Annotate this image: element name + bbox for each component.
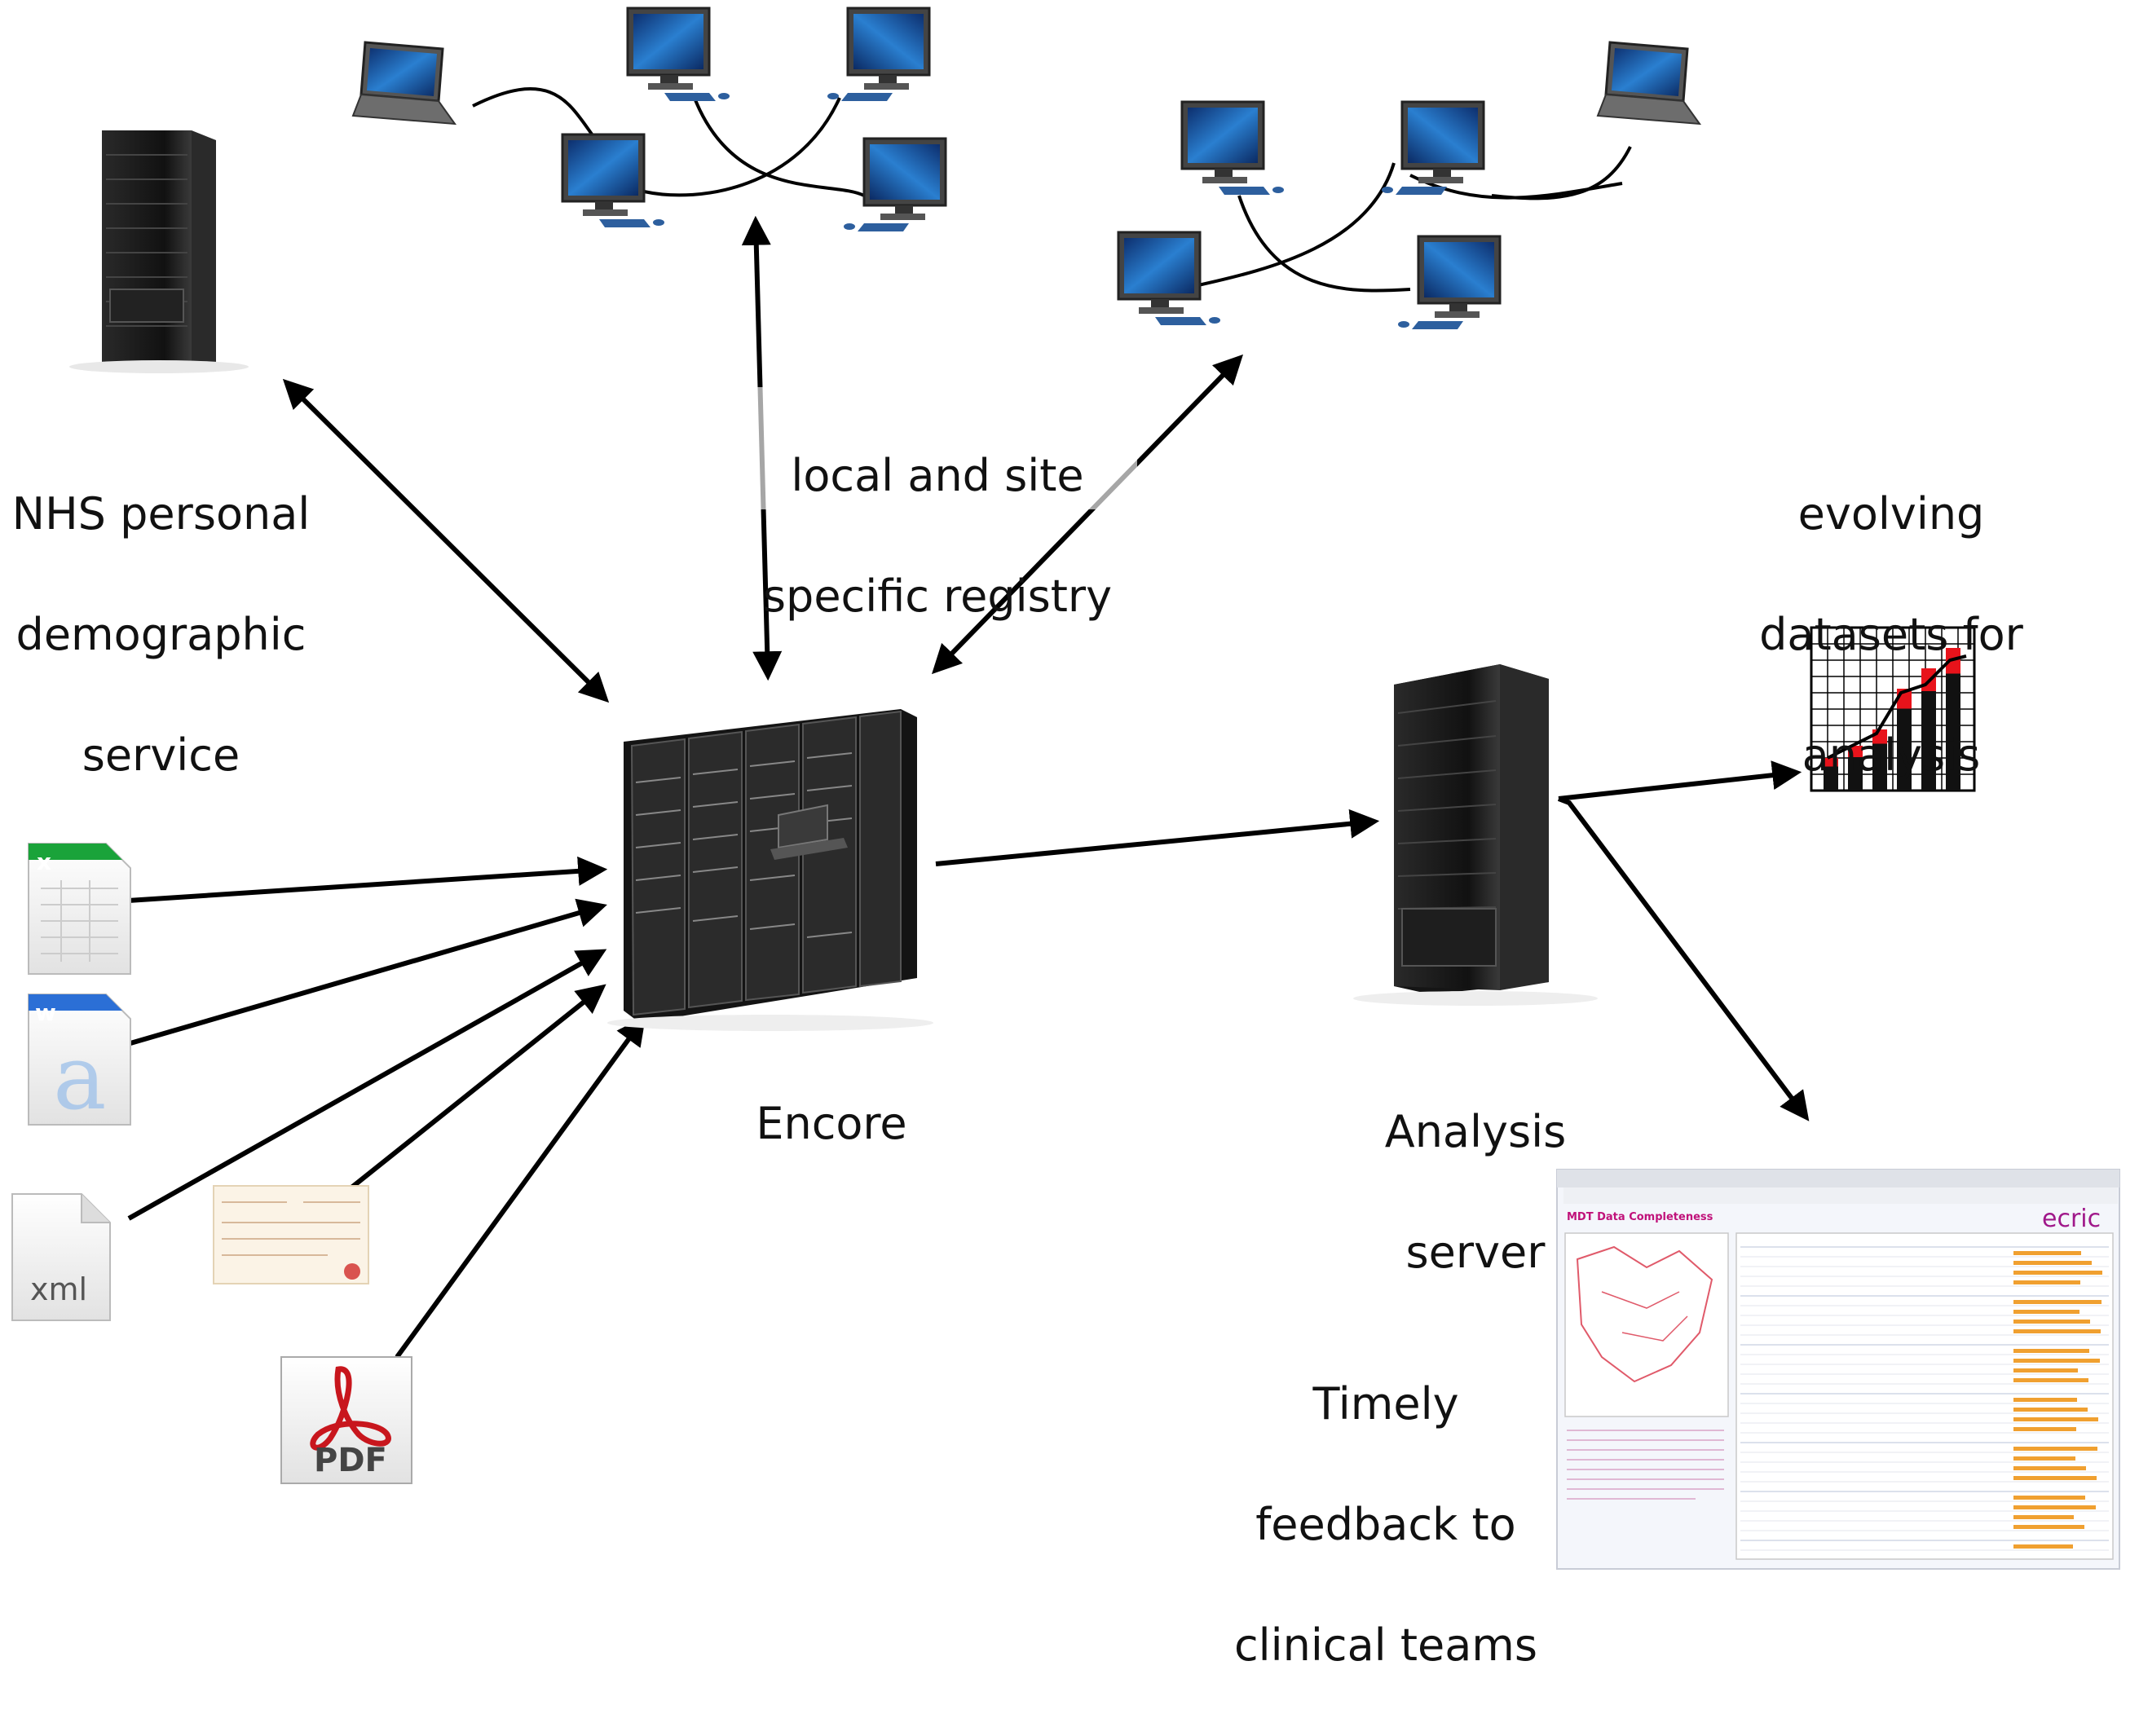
svg-text:a: a	[53, 1025, 107, 1130]
arrow-network2-encore	[931, 354, 1244, 675]
report-completeness-bar	[2013, 1505, 2096, 1509]
report-completeness-bar	[2013, 1456, 2075, 1461]
report-completeness-bar	[2013, 1280, 2080, 1284]
datasets-chart-icon	[1810, 626, 1976, 792]
chart-icon-bar-top	[1848, 746, 1863, 757]
arrow-form-encore	[349, 984, 606, 1191]
laptop-icon	[351, 41, 456, 126]
arrow-analysis-datasets	[1558, 760, 1802, 801]
report-completeness-bar	[2013, 1466, 2086, 1470]
report-completeness-bar	[2013, 1271, 2102, 1275]
chart-icon-bar	[1921, 668, 1936, 791]
dataset-workstation-network	[1117, 41, 1701, 331]
laptop-icon	[1596, 41, 1701, 126]
report-completeness-bar	[2013, 1261, 2092, 1265]
scanned-form-icon	[213, 1185, 369, 1284]
arrow-encore-analysis	[935, 809, 1380, 866]
chart-icon-bar	[1872, 729, 1887, 791]
pdf-label: PDF	[314, 1442, 387, 1479]
analysis-server-icon	[1353, 664, 1598, 1006]
report-completeness-bar	[2013, 1417, 2098, 1421]
encore-label: Encore	[756, 1098, 907, 1149]
report-completeness-bar	[2013, 1476, 2097, 1480]
report-completeness-bar	[2013, 1300, 2102, 1304]
svg-text:w: w	[35, 999, 56, 1026]
report-brand: ecric	[2042, 1205, 2101, 1233]
chart-icon-bar-top	[1824, 758, 1838, 767]
registry-workstation-network	[351, 7, 947, 233]
desktop-monitor-icon	[1396, 235, 1502, 331]
report-completeness-bar	[2013, 1544, 2073, 1549]
report-completeness-bar	[2013, 1427, 2076, 1431]
report-title: MDT Data Completeness	[1567, 1211, 1713, 1223]
xml-label: xml	[30, 1271, 87, 1307]
report-completeness-bar	[2013, 1378, 2088, 1382]
desktop-monitor-icon	[1180, 100, 1286, 196]
report-completeness-bar	[2013, 1320, 2090, 1324]
report-completeness-bar	[2013, 1515, 2074, 1519]
arrow-analysis-report	[1557, 796, 1810, 1121]
report-completeness-bar	[2013, 1398, 2077, 1402]
registry-label: local and site specific registry	[762, 450, 1113, 622]
mdt-report-screenshot: MDT Data Completeness ecric	[1556, 1169, 2120, 1570]
svg-text:x: x	[37, 848, 51, 875]
report-completeness-bar	[2013, 1251, 2081, 1255]
arrow-xml-encore	[127, 949, 607, 1221]
nhs-service-label: NHS personal demographic service	[11, 488, 311, 781]
report-completeness-bar	[2013, 1359, 2100, 1363]
report-completeness-bar	[2013, 1368, 2078, 1372]
report-completeness-bar	[2013, 1408, 2088, 1412]
nhs-server-icon	[69, 130, 249, 373]
connection-arrows	[127, 215, 1810, 1359]
desktop-monitor-icon	[826, 7, 931, 103]
xml-file-icon: xml	[11, 1193, 111, 1321]
analysis-server-label: Analysis server	[1384, 1106, 1567, 1278]
report-completeness-bar	[2013, 1447, 2097, 1451]
desktop-monitor-icon	[626, 7, 731, 103]
architecture-diagram: x w a xml PDF MDT	[11, 7, 2120, 1570]
report-completeness-bar	[2013, 1349, 2089, 1353]
report-completeness-bar	[2013, 1310, 2079, 1314]
report-completeness-bar	[2013, 1525, 2084, 1529]
arrow-word-encore	[130, 898, 607, 1046]
report-completeness-bar	[2013, 1496, 2085, 1500]
arrow-spreadsheet-encore	[127, 856, 608, 903]
encore-server-rack-icon	[607, 709, 933, 1031]
evolving-datasets-label: evolving datasets for analysis	[1759, 488, 2023, 781]
desktop-monitor-icon	[842, 137, 947, 233]
word-document-icon: w a	[28, 994, 131, 1130]
desktop-monitor-icon	[1117, 231, 1222, 327]
timely-feedback-label: Timely feedback to clinical teams	[1233, 1378, 1538, 1671]
spreadsheet-file-icon: x	[28, 843, 131, 975]
report-completeness-bar	[2013, 1329, 2101, 1333]
chart-icon-bar	[1897, 689, 1912, 791]
arrow-nhs-encore	[282, 378, 610, 703]
chart-icon-bar	[1946, 648, 1960, 791]
pdf-file-icon: PDF	[280, 1356, 412, 1484]
desktop-monitor-icon	[561, 133, 666, 229]
arrow-pdf-encore	[395, 1016, 646, 1359]
desktop-monitor-icon	[1380, 100, 1485, 196]
